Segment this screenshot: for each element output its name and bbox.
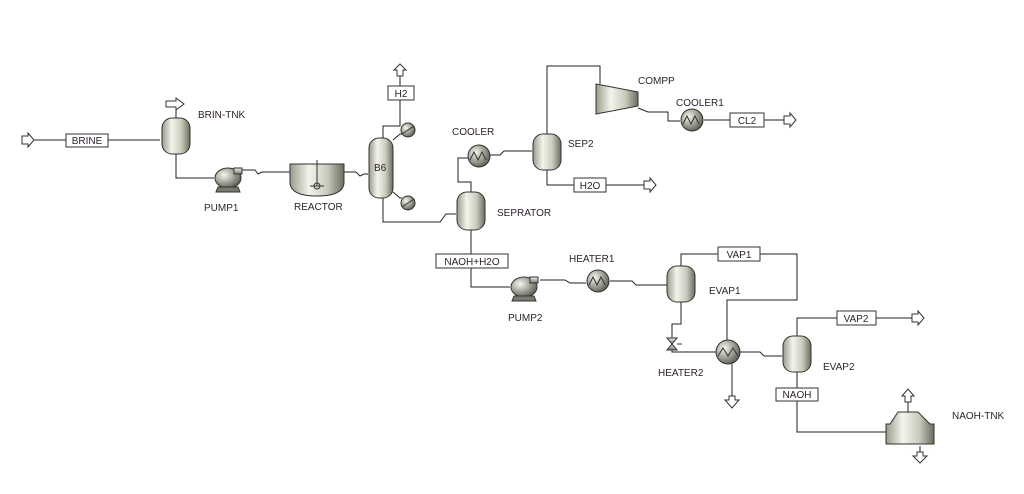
- pump1-to-reactor-line: [240, 169, 290, 175]
- evap1-to-vap1-line: [680, 253, 718, 266]
- stream-tag-vap1[interactable]: VAP1: [717, 246, 761, 262]
- sep2-vessel[interactable]: SEP2: [532, 133, 594, 171]
- reactor-to-b6-line: [344, 171, 368, 177]
- naoh-tnk-vessel[interactable]: NAOH-TNK: [885, 411, 1005, 445]
- stream-tag-cl2-text: CL2: [738, 116, 757, 127]
- naoh-tnk-drain-arrow-icon: [911, 451, 929, 464]
- naoh-tnk-vent-arrow-icon: [900, 388, 916, 403]
- b6-column[interactable]: B6: [368, 122, 416, 211]
- seprator-label: SEPRATOR: [497, 208, 551, 219]
- h2o-product-arrow-icon: [643, 176, 657, 194]
- naoh-h2o-to-pump2-line: [470, 268, 510, 288]
- stream-tag-naoh[interactable]: NAOH: [775, 387, 819, 402]
- cooler-exchanger[interactable]: COOLER: [452, 127, 494, 168]
- pump2-to-heater1-line: [540, 279, 586, 284]
- stream-tag-naoh-text: NAOH: [783, 390, 812, 401]
- b6-reboiler-line: [392, 191, 402, 199]
- vap1-to-heater2-line: [726, 253, 798, 340]
- compp-to-cooler1-line: [637, 107, 680, 122]
- stream-tag-brine-text: BRINE: [72, 136, 103, 147]
- brin-tnk-vessel[interactable]: BRIN-TNK: [161, 110, 246, 155]
- h2-line: [382, 100, 401, 138]
- pump1-label: PUMP1: [204, 203, 239, 214]
- evap2-vessel[interactable]: EVAP2: [782, 335, 855, 373]
- stream-lines: [32, 65, 921, 452]
- b6-label: B6: [374, 163, 387, 174]
- heater2-to-evap2-line: [740, 351, 782, 357]
- pump2-icon[interactable]: PUMP2: [508, 276, 543, 324]
- heater2-condensate-arrow-icon: [723, 395, 741, 409]
- stream-tag-vap2[interactable]: VAP2: [836, 310, 877, 326]
- stream-tag-h2o[interactable]: H2O: [573, 177, 607, 193]
- valve-icon[interactable]: [665, 337, 682, 351]
- stream-tag-vap2-text: VAP2: [844, 314, 869, 325]
- stream-tag-h2[interactable]: H2: [387, 85, 415, 101]
- stream-tag-brine[interactable]: BRINE: [65, 133, 109, 148]
- compp-label: COMPP: [638, 76, 675, 87]
- cooler1-label: COOLER1: [676, 98, 724, 109]
- stream-tag-naoh-h2o[interactable]: NAOH+H2O: [435, 253, 509, 269]
- reactor-vessel[interactable]: REACTOR: [289, 160, 345, 213]
- cooler-label: COOLER: [452, 127, 494, 138]
- sep2-to-h2o-line: [546, 170, 574, 186]
- naoh-to-tank-line: [796, 400, 886, 433]
- stream-tags: BRINE H2 CL2 H2O NAOH+H2O VAP1 VAP2 NAO: [65, 85, 877, 402]
- evap2-label: EVAP2: [823, 362, 855, 373]
- seprator-vessel[interactable]: SEPRATOR: [456, 191, 551, 231]
- brin-tnk-label: BRIN-TNK: [198, 110, 246, 121]
- evap1-label: EVAP1: [709, 286, 741, 297]
- stream-tag-naoh-h2o-text: NAOH+H2O: [444, 257, 500, 268]
- brin-tnk-vent-arrow-icon: [165, 97, 185, 111]
- heater1-to-evap1-line: [610, 280, 667, 286]
- evap1-vessel[interactable]: EVAP1: [666, 265, 741, 303]
- naoh-tnk-label: NAOH-TNK: [952, 411, 1005, 422]
- brine-feed-arrow-icon: [21, 131, 35, 149]
- stream-arrows: [21, 63, 929, 464]
- sep2-label: SEP2: [568, 139, 594, 150]
- tank-to-pump1-line: [175, 154, 214, 179]
- stream-tag-cl2[interactable]: CL2: [729, 112, 765, 128]
- stream-tag-h2-text: H2: [395, 89, 408, 100]
- stream-tag-h2o-text: H2O: [580, 181, 601, 192]
- h2-product-arrow-icon: [392, 63, 408, 77]
- heater1-exchanger[interactable]: HEATER1: [569, 254, 615, 293]
- heater1-label: HEATER1: [569, 254, 615, 265]
- pump1-icon[interactable]: PUMP1: [204, 167, 243, 214]
- reactor-label: REACTOR: [294, 202, 343, 213]
- vap2-product-arrow-icon: [911, 309, 925, 327]
- cl2-product-arrow-icon: [783, 111, 797, 129]
- heater2-label: HEATER2: [658, 368, 704, 379]
- cooler-to-sep2-line: [490, 150, 532, 156]
- valve-to-heater2-line: [671, 349, 716, 353]
- heater2-exchanger[interactable]: HEATER2: [658, 339, 741, 379]
- stream-tag-vap1-text: VAP1: [727, 250, 752, 261]
- cooler1-exchanger[interactable]: COOLER1: [676, 98, 724, 132]
- separator-to-cooler-line: [457, 157, 472, 192]
- pump2-label: PUMP2: [508, 313, 543, 324]
- evap2-to-vap2-line: [796, 317, 837, 336]
- evap1-to-valve-line: [671, 302, 682, 338]
- compp-compressor[interactable]: COMPP: [595, 76, 675, 115]
- b6-to-separator-line: [382, 198, 456, 223]
- sep2-to-compp-line: [546, 65, 601, 136]
